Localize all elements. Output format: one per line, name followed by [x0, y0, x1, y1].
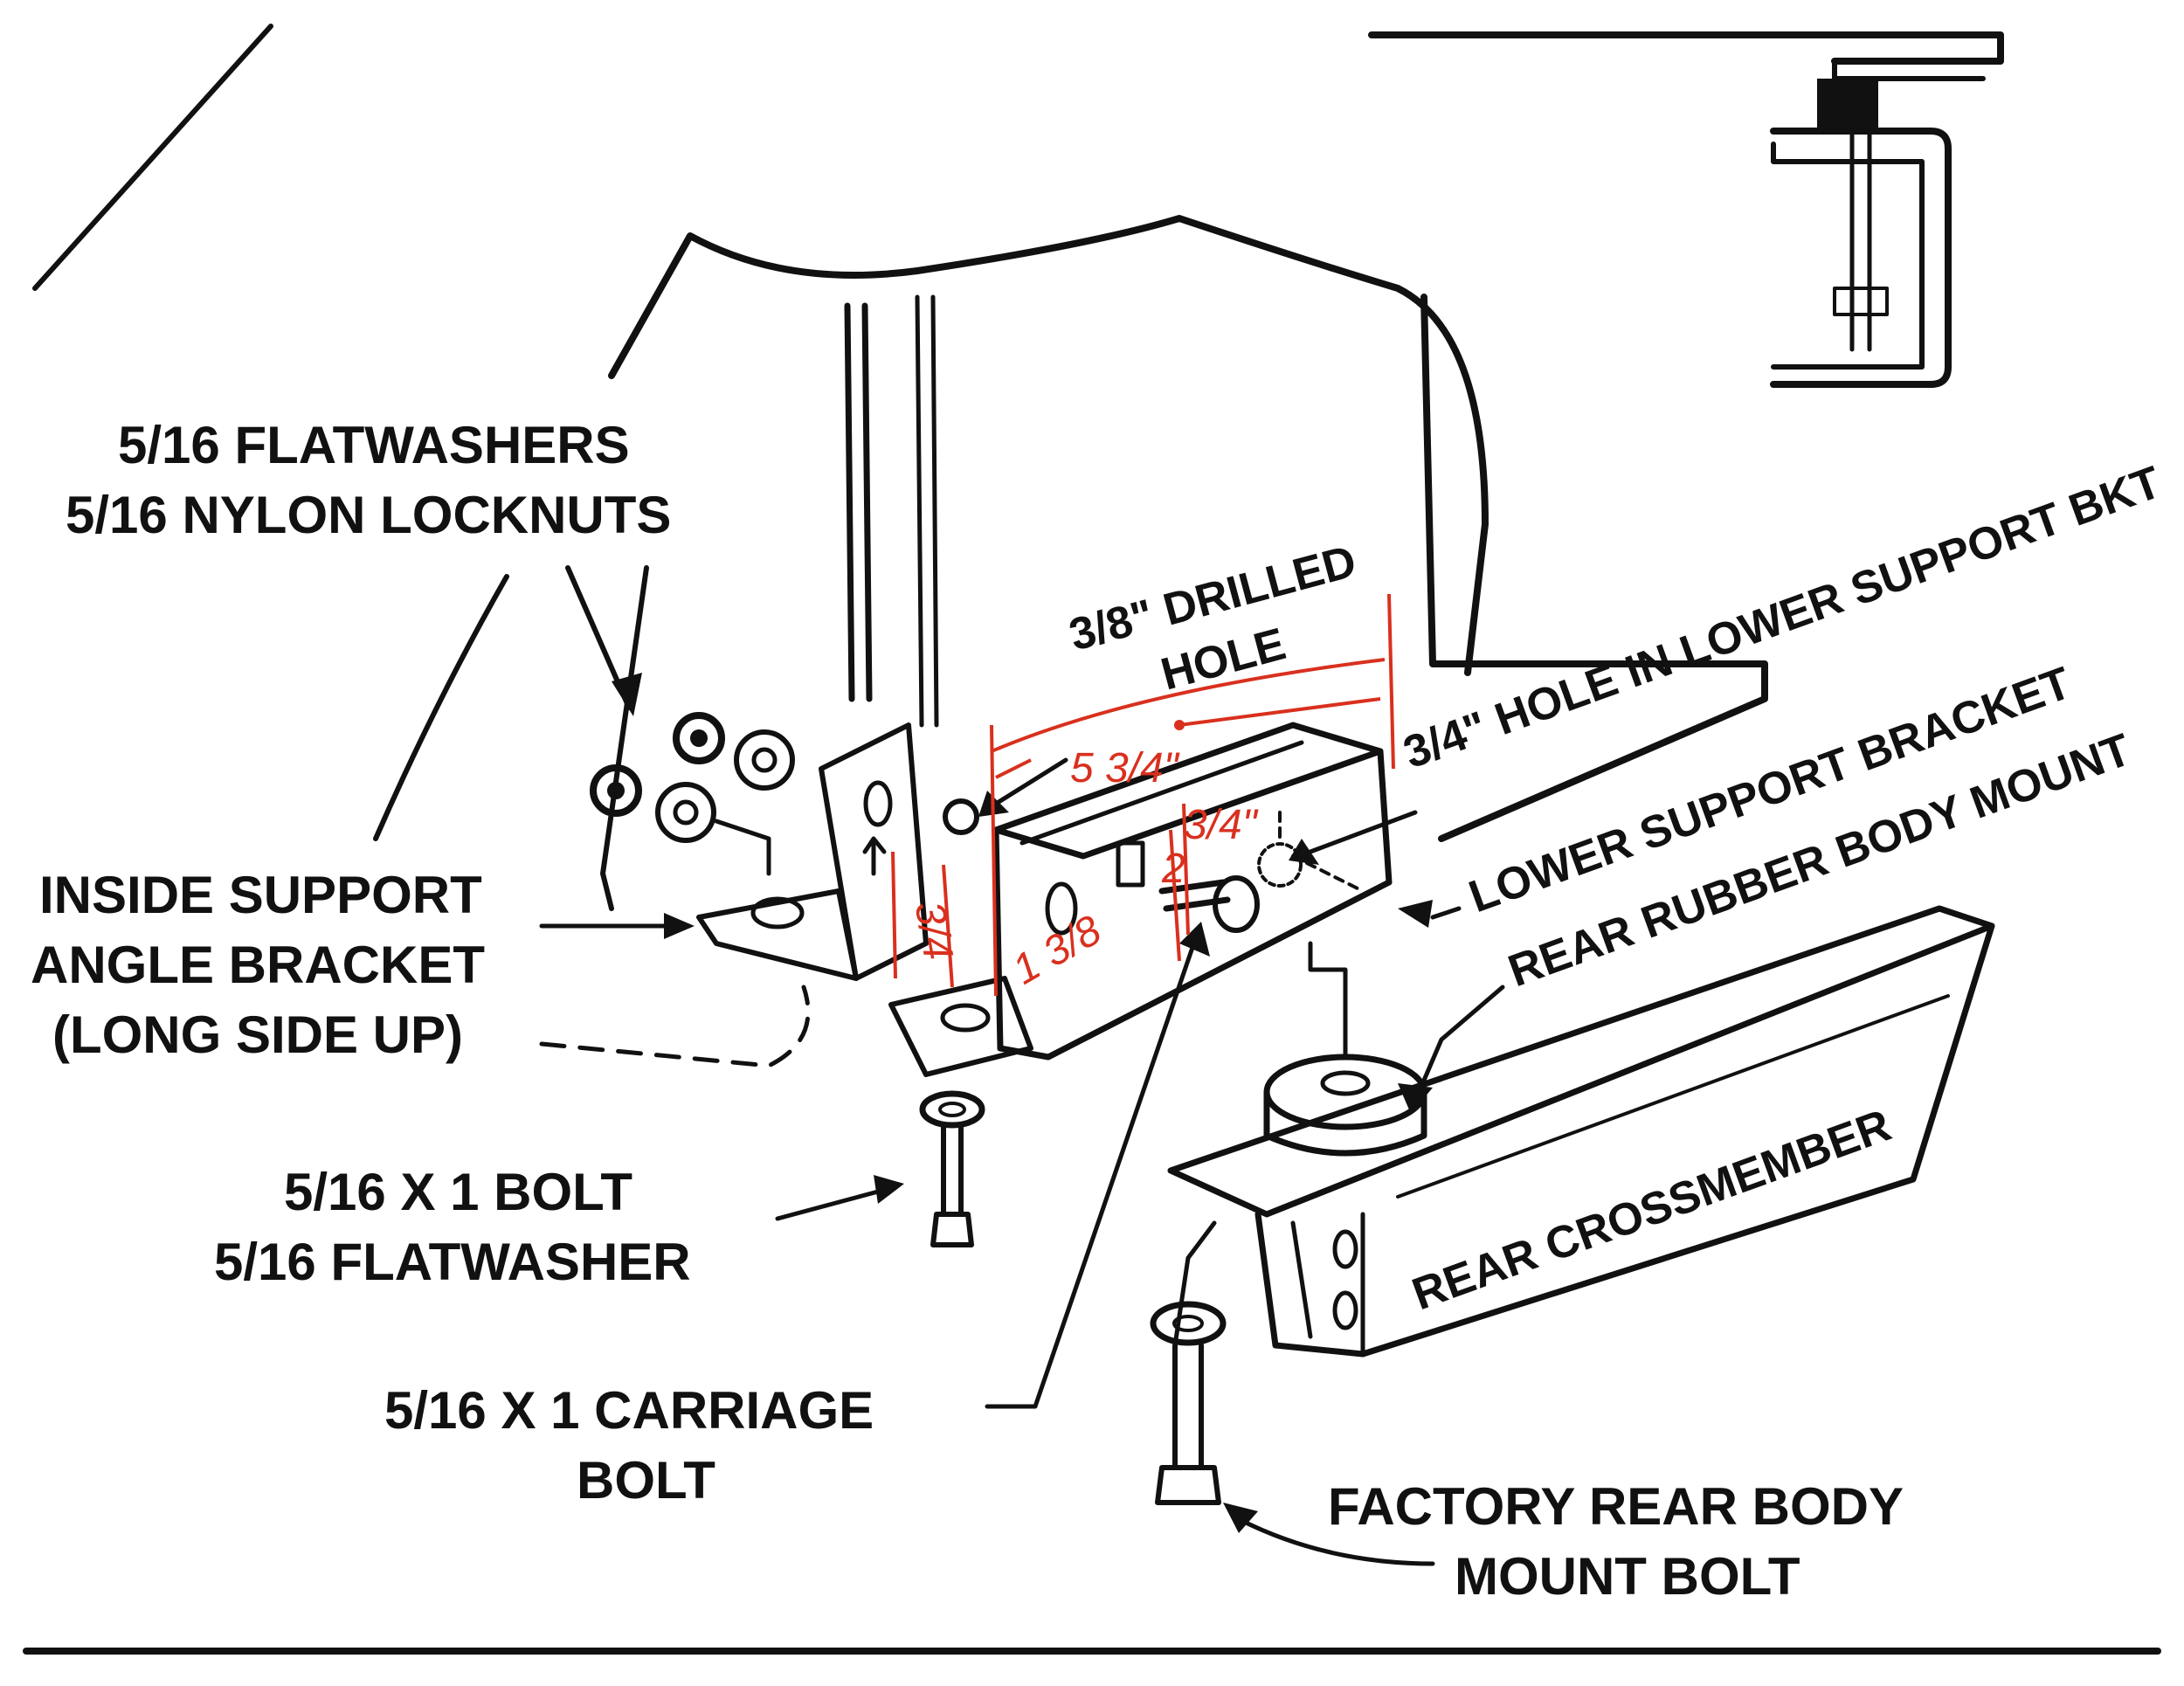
- dimension-top: 5 3/4": [1070, 745, 1180, 791]
- factory-mount-bolt: [1150, 1220, 1227, 1505]
- lower-support-bracket: [943, 722, 1393, 1061]
- label-inside-support-2: ANGLE BRACKET: [31, 936, 485, 994]
- label-inside-support-3: (LONG SIDE UP): [52, 1005, 463, 1064]
- label-carriage-2: BOLT: [577, 1451, 715, 1510]
- body-panel-left-edge: [600, 565, 649, 911]
- vertical-post: [844, 294, 939, 728]
- label-factory-2: MOUNT BOLT: [1455, 1547, 1800, 1606]
- label-carriage-1: 5/16 X 1 CARRIAGE: [384, 1381, 874, 1440]
- inside-support-angle-bracket: [696, 722, 1033, 1077]
- label-locknuts: 5/16 NYLON LOCKNUTS: [66, 486, 671, 544]
- dimension-left: 3/4: [906, 898, 962, 964]
- label-bolt-2: 5/16 FLATWASHER: [214, 1233, 691, 1291]
- red-dimension-lines: [891, 593, 1395, 997]
- lower-bolt: [919, 1090, 985, 1247]
- label-hole-lower-support: 3/4" HOLE IN LOWER SUPPORT BKT: [1397, 457, 2167, 778]
- dimension-right-2: 2: [1161, 846, 1185, 892]
- body-panel-outline: [608, 215, 1768, 842]
- locknuts-and-washers: [590, 712, 795, 876]
- rear-crossmember: [1167, 905, 1995, 1358]
- frame-rail-top-right: [1368, 31, 2004, 388]
- label-bolt-1: 5/16 X 1 BOLT: [284, 1163, 632, 1221]
- label-flatwashers: 5/16 FLATWASHERS: [118, 416, 630, 474]
- edge-line-top-left: [32, 24, 273, 291]
- rear-rubber-body-mount: [1263, 941, 1427, 1157]
- dimension-bottom: 1 3/8: [1006, 907, 1109, 993]
- dimension-right-1: 3/4": [1184, 802, 1259, 848]
- label-inside-support-1: INSIDE SUPPORT: [39, 866, 482, 924]
- label-factory-1: FACTORY REAR BODY: [1328, 1477, 1904, 1536]
- leader-lines: [373, 565, 1505, 1566]
